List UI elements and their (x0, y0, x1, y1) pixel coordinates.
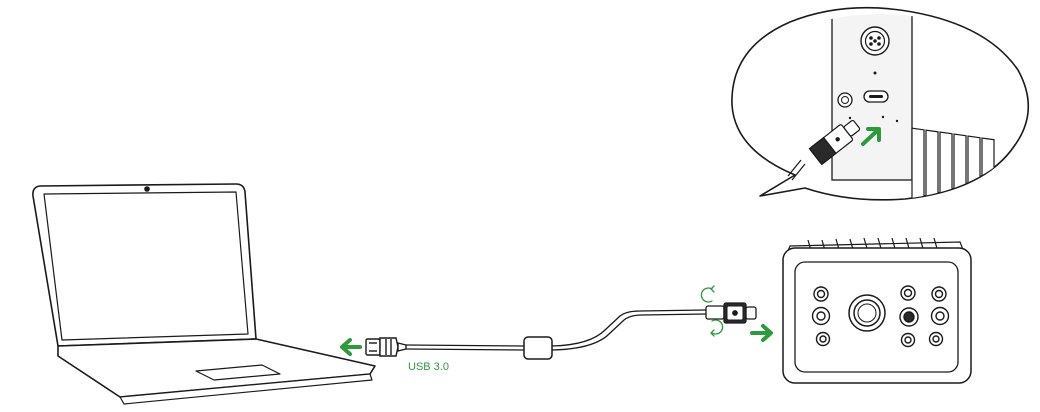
camera-insert-arrow-icon (750, 324, 773, 342)
usb-c-port-icon (863, 90, 889, 103)
camera-led-cluster (811, 285, 950, 348)
usb-c-plug-closeup-icon (787, 119, 861, 181)
camera-device-icon (782, 237, 972, 384)
cable-label: USB 3.0 (408, 361, 449, 373)
callout-bubble-icon (731, 6, 1030, 201)
round-connector-icon (860, 26, 890, 56)
usb-a-plug-icon (365, 337, 407, 357)
laptop-insert-arrow-icon (340, 338, 362, 356)
camera-rear-closeup (787, 14, 995, 200)
usb-c-plug-icon (705, 302, 757, 324)
laptop-icon (32, 183, 376, 405)
ferrite-core-icon (523, 336, 553, 360)
port-insert-arrow-icon (861, 127, 881, 146)
rotate-arrow-icon (700, 285, 724, 337)
usb-cable (405, 309, 707, 351)
